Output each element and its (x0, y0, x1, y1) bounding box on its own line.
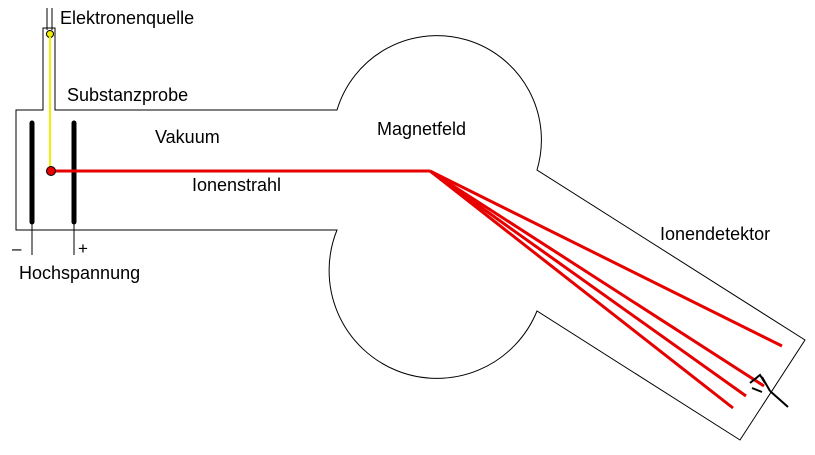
ion-beam-deflected-2 (429, 169, 765, 388)
apparatus-outline (15, 27, 806, 441)
sample-dot (46, 166, 56, 176)
ion-beam-deflected-4 (429, 169, 734, 410)
vacuum-label: Vakuum (155, 127, 220, 147)
detector-stem (761, 376, 771, 392)
plus-sign: + (78, 239, 88, 258)
ion-beam-deflected-1 (429, 169, 783, 348)
magnetic-field-label: Magnetfeld (377, 119, 467, 139)
ion-beam-deflected-3 (429, 169, 747, 398)
high-voltage-label: Hochspannung (19, 263, 141, 283)
minus-sign: – (12, 239, 22, 258)
electron-source-label: Elektronenquelle (60, 8, 195, 28)
ion-beam-label: Ionenstrahl (192, 175, 282, 195)
ion-detector-label: Ionendetektor (660, 224, 771, 244)
sample-label: Substanzprobe (67, 85, 189, 105)
electron-source-bulb (46, 30, 54, 38)
